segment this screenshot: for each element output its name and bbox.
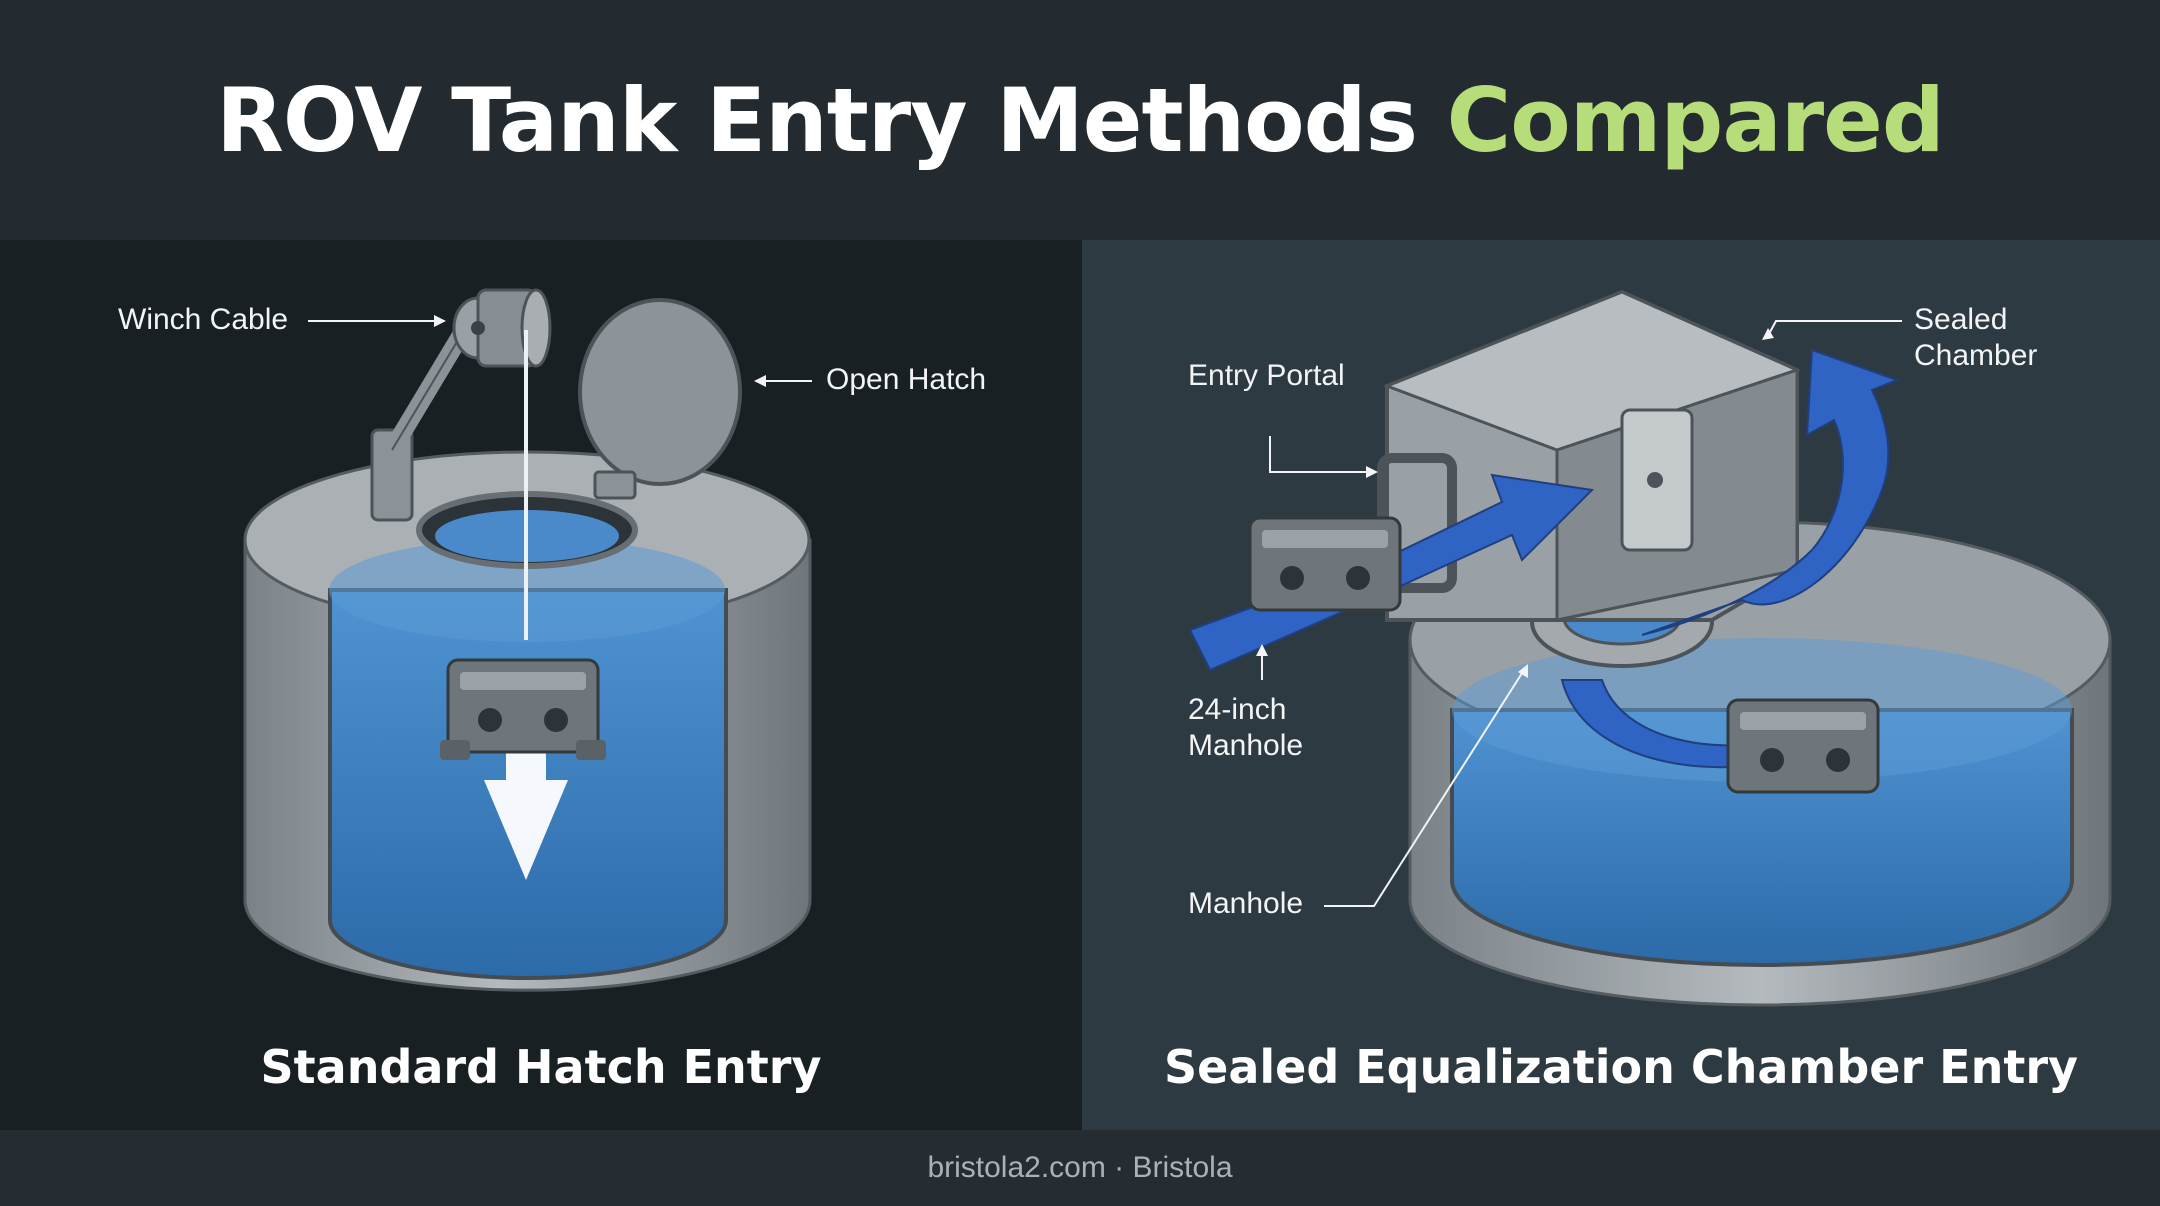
leader-lines xyxy=(308,315,812,387)
caption-standard-hatch-entry: Standard Hatch Entry xyxy=(260,1040,822,1094)
open-hatch-icon xyxy=(578,298,742,500)
rov-icon xyxy=(1248,516,1402,612)
standard-hatch-panel: Winch Cable Open Hatch Standard Hatch En… xyxy=(0,240,1082,1130)
standard-hatch-illustration xyxy=(243,288,812,992)
rov-icon xyxy=(1726,698,1880,794)
header: ROV Tank Entry Methods Compared xyxy=(0,0,2160,240)
title-main: ROV Tank Entry Methods xyxy=(216,68,1418,172)
leader-lines xyxy=(1256,320,1902,907)
sealed-chamber-panel: Entry Portal Sealed Chamber 24-inch Manh… xyxy=(1082,240,2160,1130)
label-entry-portal: Entry Portal xyxy=(1188,359,1345,392)
footer: bristola2.com · Bristola xyxy=(0,1130,2160,1206)
winch-icon xyxy=(370,288,552,522)
title-accent: Compared xyxy=(1446,68,1945,172)
label-sealed-chamber-line2: Chamber xyxy=(1914,339,2038,372)
sealed-chamber-illustration xyxy=(1188,289,2112,1007)
page-title: ROV Tank Entry Methods Compared xyxy=(216,68,1945,172)
label-24-inch-manhole-line2: Manhole xyxy=(1188,729,1304,762)
rov-icon xyxy=(440,658,606,760)
caption-sealed-chamber-entry: Sealed Equalization Chamber Entry xyxy=(1163,1040,2079,1094)
label-24-inch-manhole-line1: 24-inch xyxy=(1188,693,1287,726)
label-manhole: Manhole xyxy=(1188,887,1304,920)
label-sealed-chamber-line1: Sealed xyxy=(1914,303,2008,336)
footer-credit: bristola2.com · Bristola xyxy=(927,1151,1233,1184)
label-open-hatch: Open Hatch xyxy=(826,363,987,396)
label-winch-cable: Winch Cable xyxy=(118,303,289,336)
down-arrow-icon xyxy=(484,660,568,880)
